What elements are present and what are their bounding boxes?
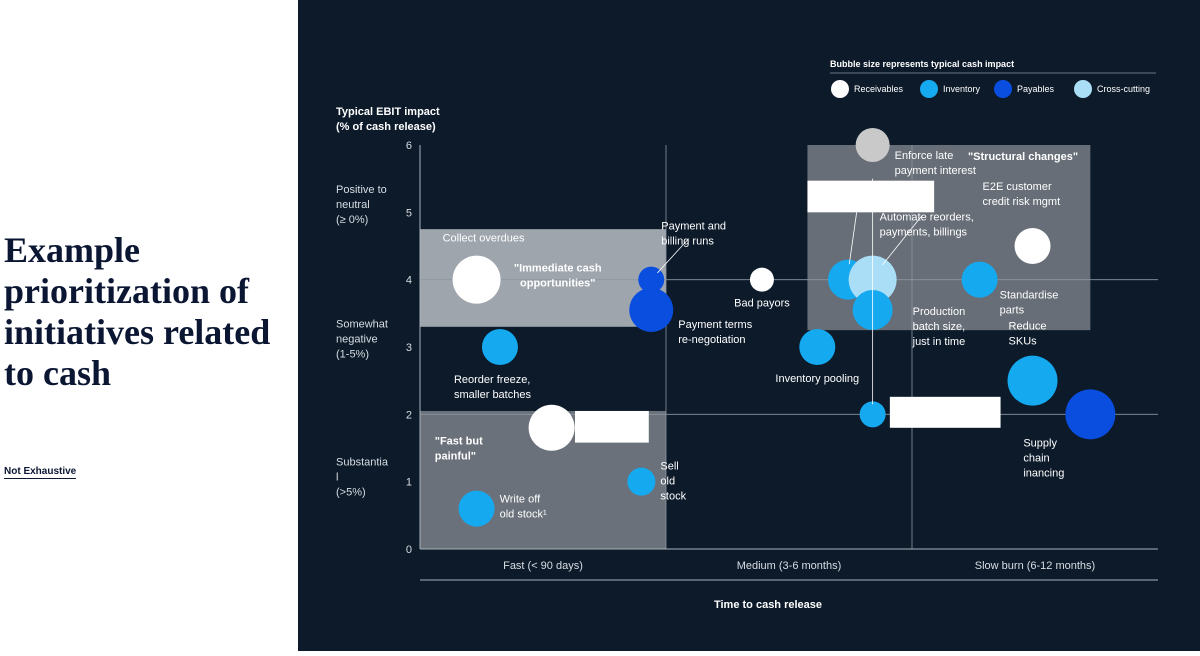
bubble-point: [1014, 228, 1051, 264]
bubble-point: [458, 490, 495, 527]
bubble-label: Collect overdues: [443, 233, 525, 245]
y-tick-label: 3: [406, 342, 412, 354]
legend-label: Receivables: [854, 84, 904, 94]
y-tick-label: 0: [406, 544, 412, 556]
bubble-point: [629, 287, 674, 332]
bubble-point: [859, 401, 886, 428]
bubble-label: Reorder freeze,smaller batches: [454, 374, 532, 401]
bubble-label: Inventory pooling: [775, 373, 859, 385]
bubble-label: Automate reorders,payments, billings: [880, 212, 974, 239]
region-label: "Structural changes": [968, 151, 1078, 163]
x-category-label: Fast (< 90 days): [503, 560, 583, 572]
not-exhaustive-note: Not Exhaustive: [4, 466, 77, 479]
y-tick-label: 2: [406, 409, 412, 421]
legend-swatch-inventory: [920, 80, 938, 98]
legend-swatch-receivables: [831, 80, 849, 98]
bubble-point: [855, 128, 890, 162]
redaction-box-0: [807, 180, 935, 213]
x-category-label: Slow burn (6-12 months): [975, 560, 1095, 572]
connector-line-2: [882, 215, 923, 266]
connector-line-1: [848, 212, 858, 265]
y-tick-label: 6: [406, 140, 412, 152]
connector-line-0: [657, 238, 689, 274]
bubble-point: [749, 267, 774, 292]
bubble-point: [961, 261, 998, 298]
bubble-point: [452, 255, 501, 304]
bubble-point: [1007, 355, 1058, 406]
legend-title: Bubble size represents typical cash impa…: [830, 59, 1014, 69]
bubble-point: [528, 404, 575, 451]
bubble-point: [638, 266, 665, 293]
bubble-point: [799, 329, 836, 365]
bubble-point: [627, 467, 656, 496]
bubble-point: [481, 329, 518, 365]
legend-label: Cross-cutting: [1097, 84, 1150, 94]
x-axis-title: Time to cash release: [714, 599, 822, 611]
legend-swatch-payables: [994, 80, 1012, 98]
y-tick-label: 1: [406, 477, 412, 489]
slide-title: Example prioritization of initiatives re…: [4, 230, 271, 393]
x-category-label: Medium (3-6 months): [737, 560, 842, 572]
slide-left-panel: Example prioritization of initiatives re…: [0, 0, 298, 651]
y-tick-label: 5: [406, 207, 412, 219]
redaction-box-2: [889, 396, 1001, 428]
legend-swatch-cross-cutting: [1074, 80, 1092, 98]
y-tick-label: 4: [406, 275, 412, 287]
y-axis-title: Typical EBIT impact(% of cash release): [336, 106, 440, 133]
legend-label: Inventory: [943, 84, 981, 94]
legend-label: Payables: [1017, 84, 1055, 94]
bubble-label: Bad payors: [734, 298, 790, 310]
bubble-point: [1065, 389, 1116, 440]
redaction-box-1: [574, 410, 649, 443]
